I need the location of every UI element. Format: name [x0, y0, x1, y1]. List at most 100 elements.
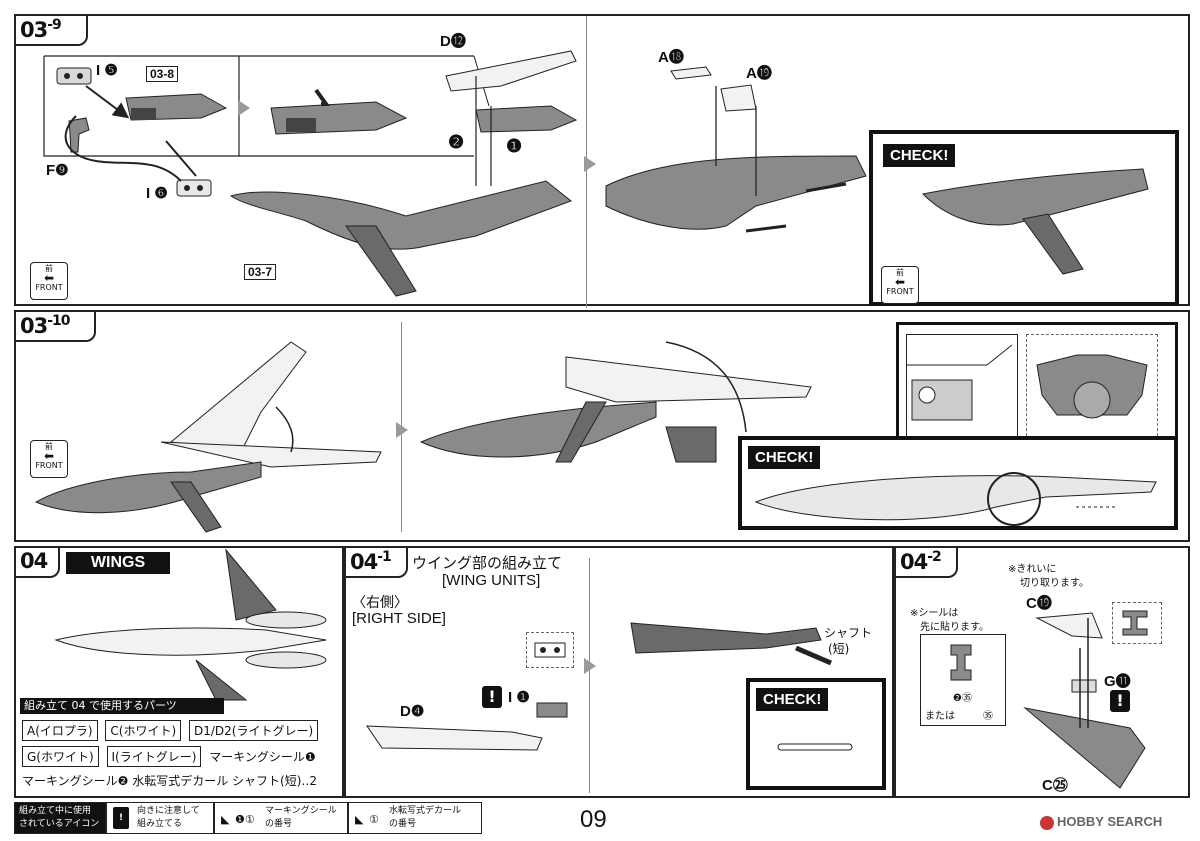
part-c25	[1023, 618, 1146, 789]
watermark: HOBBY SEARCH	[1040, 814, 1162, 830]
part-g11	[1071, 679, 1097, 693]
section-title: WINGS	[66, 552, 170, 574]
note-cut-1: ※きれいに	[1008, 564, 1057, 575]
parts-row-3: マーキングシール❷ 水転写式デカール シャフト(短)‥2	[22, 774, 318, 788]
shaft-check	[777, 743, 853, 751]
check-label: CHECK!	[748, 446, 821, 469]
shaft-label-short: (短)	[828, 642, 850, 656]
part-i1	[536, 702, 568, 718]
step-tag-box	[16, 16, 88, 46]
label-a19: A⓳	[746, 65, 772, 82]
label-g11: G⓫	[1104, 673, 1131, 690]
front-indicator: 前 ⬅ FRONT	[881, 266, 919, 304]
check-panel-03-9: CHECK! 前 ⬅ FRONT	[869, 130, 1179, 306]
step-arrow	[238, 100, 250, 116]
check-label: CHECK!	[883, 144, 956, 167]
part-i6	[176, 179, 212, 197]
step-arrow	[584, 156, 596, 172]
wiring-arrows	[64, 85, 197, 182]
parts-header: 組み立て 04 で使用するパーツ	[20, 698, 224, 714]
or-text: または	[925, 711, 955, 722]
step-number: 04-2	[900, 549, 942, 574]
label-f9: F❾	[46, 162, 69, 179]
fuselage-main	[229, 76, 573, 297]
title-en: [WING UNITS]	[442, 572, 541, 589]
panel-step-04-1: 04-1 ウイング部の組み立て [WING UNITS] 〈右側〉 [RIGHT…	[344, 546, 894, 798]
sticker-icon: ◣	[221, 813, 230, 826]
step-number: 03-10	[20, 313, 71, 338]
side-en: [RIGHT SIDE]	[352, 610, 446, 627]
warning-icon: !	[113, 807, 129, 829]
detail-closeup-2	[1026, 334, 1158, 446]
decal-number: ㉟	[983, 711, 993, 722]
step-number: 04	[20, 549, 48, 573]
legend-orientation: ! 向きに注意して 組み立てる	[106, 802, 214, 834]
panel-step-03-10: 03-10 前 ⬅ FRONT CHECK!	[14, 310, 1190, 542]
note-cut-2: 切り取ります。	[1020, 578, 1089, 589]
check-label: CHECK!	[756, 688, 829, 711]
note-sticker-2: 先に貼ります。	[920, 622, 989, 633]
note-sticker-1: ※シールは	[910, 608, 959, 619]
engine-nacelle-1	[125, 93, 228, 121]
panel-step-03-9: 03-9 I ❺ F❾ I ❻ 03-8 D⓬	[14, 14, 1190, 308]
check-fuselage-side	[754, 472, 1157, 526]
front-indicator: 前 ⬅ FRONT	[30, 440, 68, 478]
warning-icon: !	[1110, 690, 1130, 712]
watermark-logo-icon	[1040, 815, 1054, 830]
decal-icon: ◣	[355, 813, 364, 826]
part-chip: I(ライトグレー)	[106, 746, 202, 767]
part-c23	[1035, 612, 1103, 639]
legend-title: 組み立て中に使用 されているアイコン	[14, 802, 106, 834]
part-chip: D1/D2(ライトグレー)	[188, 720, 319, 741]
label-a18: A⓲	[658, 49, 684, 66]
part-chip: G(ホワイト)	[22, 746, 99, 767]
parts-a18-a19	[670, 66, 757, 112]
parts-row-1: A(イロプラ) C(ホワイト) D1/D2(ライトグレー)	[22, 720, 322, 741]
wing-unit-assembly	[630, 622, 832, 666]
divider	[589, 558, 590, 793]
parts-row-2: G(ホワイト) I(ライトグレー) マーキングシール❶	[22, 746, 316, 767]
detail-closeup-1	[906, 334, 1018, 446]
engine-nacelle-2	[270, 88, 408, 135]
warning-icon: !	[482, 686, 502, 708]
step-arrow	[396, 422, 408, 438]
side-jp: 〈右側〉	[352, 595, 408, 611]
label-d12: D⓬	[440, 33, 466, 50]
fuselage-closeup	[605, 86, 867, 233]
step-number: 03-9	[20, 17, 62, 42]
fuselage-wing-folded	[419, 341, 812, 463]
legend-sticker: ◣ ❶① マーキングシール の番号	[214, 802, 348, 834]
part-chip: C(ホワイト)	[105, 720, 182, 741]
label-c23: C⓳	[1026, 595, 1052, 612]
step-tag-box	[346, 548, 408, 578]
label-num2: ❷	[448, 132, 465, 152]
part-detail-box	[1112, 602, 1162, 644]
subassembly-outline	[43, 55, 490, 157]
part-chip: A(イロプラ)	[22, 720, 98, 741]
step-number: 04-1	[350, 549, 392, 574]
step-tag-box	[16, 548, 60, 578]
fuselage-wing-raised	[34, 341, 382, 533]
label-i1: I ❶	[508, 689, 530, 706]
front-indicator: 前 ⬅ FRONT	[30, 262, 68, 300]
label-03-8: 03-8	[146, 66, 179, 82]
shaft-label-jp: シャフト	[824, 626, 873, 640]
part-i1-detail	[526, 632, 574, 668]
check-fuselage	[921, 168, 1149, 275]
sticker-box: ❷㉟ または ㉟	[920, 634, 1006, 726]
part-nacelle-3	[475, 105, 578, 133]
label-i6: I ❻	[146, 185, 168, 202]
label-c25: C㉕	[1042, 777, 1068, 794]
part-chip: マーキングシール❶	[209, 750, 316, 764]
part-f9	[68, 117, 90, 153]
step-arrow	[584, 658, 596, 674]
legend-decal: ◣ ① 水転写式デカール の番号	[348, 802, 482, 834]
step-tag-box	[16, 312, 96, 342]
wings-overview-illustration	[54, 548, 327, 701]
page-number: 09	[580, 806, 607, 833]
step-tag-box	[896, 548, 958, 578]
label-03-7: 03-7	[244, 264, 277, 280]
label-i5: I ❺	[96, 62, 118, 79]
label-num1: ❶	[506, 136, 523, 156]
part-i5	[56, 67, 92, 85]
